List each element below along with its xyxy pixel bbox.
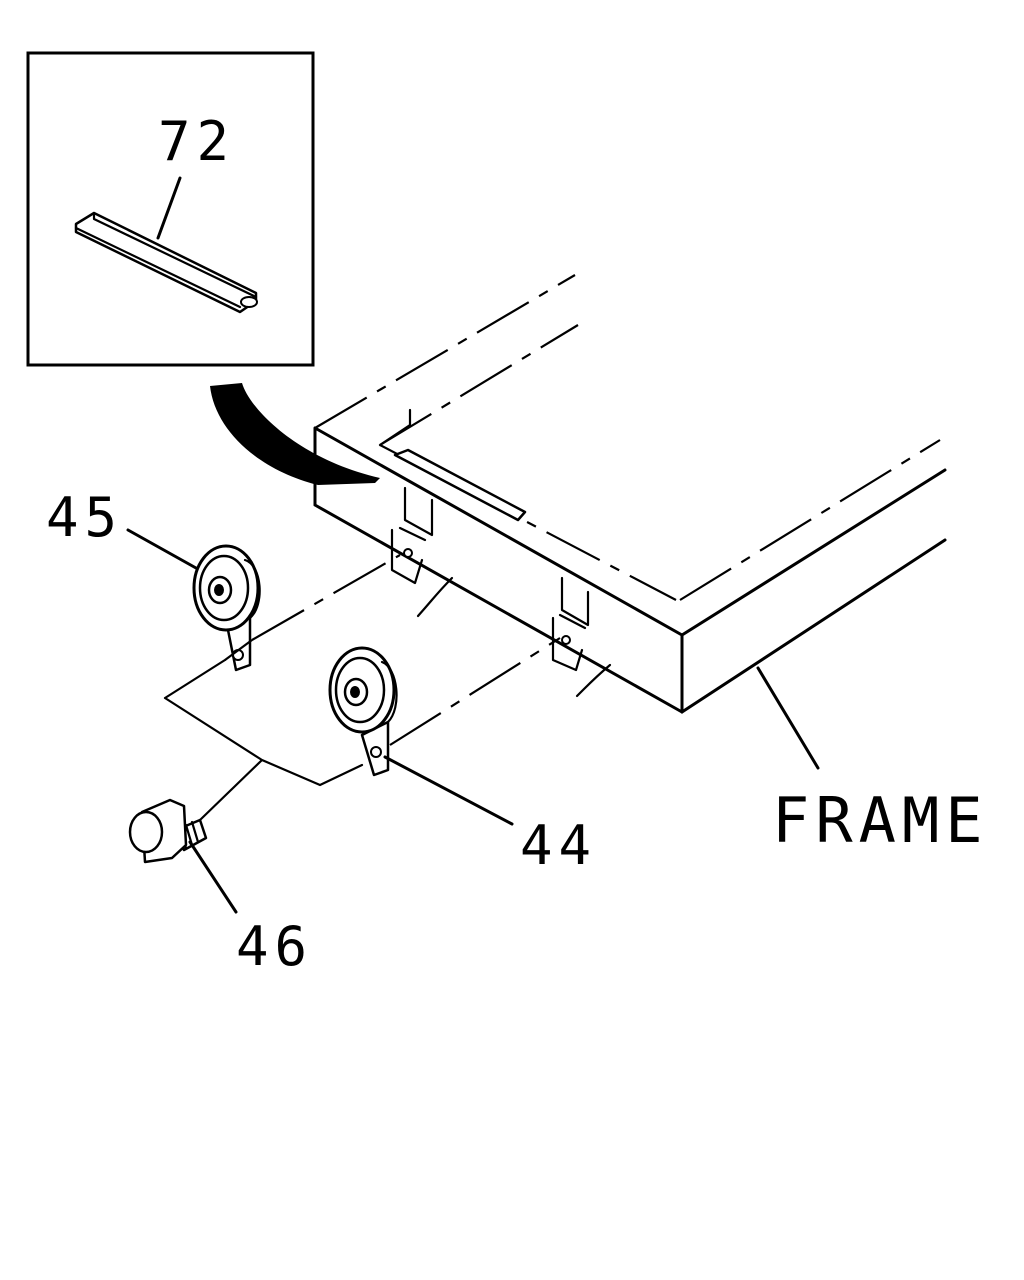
part-number-44: 44: [520, 814, 597, 877]
part-number-45: 45: [46, 486, 123, 549]
frame-label: FRAME: [772, 784, 989, 857]
leader-line-frame: [756, 666, 820, 770]
horn-44: [328, 646, 398, 777]
leader-line-46: [188, 840, 238, 914]
part-number-72: 72: [158, 110, 235, 173]
protector-strip-72: [74, 211, 258, 314]
assembly-centerlines: [163, 554, 561, 822]
detail-inset: 72: [26, 51, 315, 367]
vehicle-frame: [313, 274, 947, 770]
inset-frame: [26, 51, 315, 367]
leader-line-45: [126, 528, 198, 570]
leader-line-44: [383, 755, 514, 826]
leader-line-72: [156, 176, 182, 240]
part-number-46: 46: [236, 915, 313, 978]
horn-45: [192, 544, 261, 672]
bolt-46: [128, 798, 208, 864]
detail-pointer-arrow: [210, 383, 380, 485]
